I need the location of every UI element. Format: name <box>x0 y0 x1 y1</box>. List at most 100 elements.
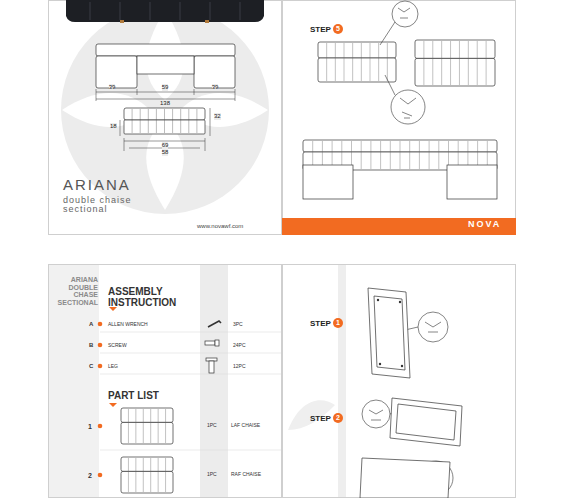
drawing-stroke <box>98 424 103 429</box>
drawing-stroke <box>165 458 166 492</box>
drawing-stroke <box>378 43 379 81</box>
step-word: STEP <box>310 25 331 34</box>
drawing-stroke <box>468 41 469 85</box>
label-text: C <box>89 363 93 370</box>
drawing-stroke <box>390 141 391 169</box>
step-word: STEP <box>310 319 331 328</box>
drawing-stroke <box>240 2 241 20</box>
drawing-stroke <box>96 44 235 88</box>
dimension-label: 39 <box>212 84 219 91</box>
drawing-stroke <box>100 332 281 450</box>
drawing-stroke <box>429 141 430 169</box>
drawing-stroke <box>423 41 424 85</box>
drawing-stroke <box>362 400 390 428</box>
label-text: 1 <box>88 423 92 431</box>
drawing-stroke <box>370 141 371 169</box>
drawing-stroke <box>209 361 214 373</box>
drawing-stroke <box>374 296 405 370</box>
label-text: PART LIST <box>108 390 159 401</box>
drawing-stroke <box>326 43 327 81</box>
dimension-label: 138 <box>160 100 170 107</box>
drawing-stroke <box>392 1 418 27</box>
step-badge: STEP2 <box>310 413 343 423</box>
drawing-stroke <box>158 458 159 492</box>
drawing-stroke <box>137 89 138 95</box>
drawing-stroke <box>143 409 144 443</box>
drawing-stroke <box>370 43 371 81</box>
drawing-stroke <box>361 141 362 169</box>
drawing-stroke <box>441 41 442 85</box>
drawing-stroke <box>282 218 516 235</box>
drawing-stroke <box>335 43 336 81</box>
drawing-stroke <box>206 358 217 361</box>
drawing-stroke <box>66 0 264 22</box>
drawing-stroke <box>90 2 240 20</box>
drawing-stroke <box>135 409 136 443</box>
drawing-stroke <box>205 20 209 23</box>
drawing-stroke <box>377 299 379 301</box>
label-text: ALLEN WRENCH <box>108 322 148 328</box>
drawing-stroke <box>205 138 206 151</box>
label-text: 2 <box>88 472 92 480</box>
step-number: 1 <box>333 318 343 328</box>
drawing-stroke <box>124 108 205 134</box>
chaise-module <box>415 40 495 86</box>
drawing-stroke <box>180 2 181 20</box>
drawing-stroke <box>368 288 410 378</box>
drawing-stroke <box>215 340 219 346</box>
drawing-stroke <box>379 363 381 365</box>
dimension-label: 18 <box>110 123 117 130</box>
drawing-stroke <box>90 2 91 20</box>
drawing-stroke <box>100 353 281 354</box>
drawing-stroke <box>398 8 410 18</box>
drawing-stroke <box>98 364 103 369</box>
drawing-stroke <box>419 141 420 169</box>
drawing-stroke <box>438 141 439 169</box>
drawing-stroke <box>385 75 395 95</box>
label-text: A <box>89 321 93 328</box>
drawing-stroke <box>400 98 416 118</box>
label-text: LEG <box>108 364 118 370</box>
drawing-stroke <box>369 410 383 420</box>
drawing-stroke <box>128 409 129 443</box>
drawing-stroke <box>459 41 460 85</box>
label-text: 1PC <box>207 472 217 478</box>
drawing-stroke <box>390 398 462 446</box>
drawing-stroke <box>210 108 211 136</box>
drawing-stroke <box>100 450 281 451</box>
drawing-stroke <box>96 89 235 151</box>
drawing-stroke <box>150 2 151 20</box>
drawing-stroke <box>396 404 456 440</box>
drawing-stroke <box>360 398 462 498</box>
sofa-module <box>318 42 396 82</box>
drawing-stroke <box>196 109 197 133</box>
drawing-stroke <box>96 56 137 88</box>
drawing-stroke <box>318 42 396 58</box>
label-text: 24PC <box>233 343 246 349</box>
drawing-stroke <box>172 109 173 133</box>
drawing-stroke <box>120 120 121 136</box>
drawing-stroke <box>96 92 235 93</box>
drawing-stroke <box>368 288 410 378</box>
label-text: double chaise sectional <box>63 196 138 214</box>
drawing-stroke <box>399 301 401 303</box>
drawing-stroke <box>400 141 401 169</box>
drawing-stroke <box>150 409 151 443</box>
drawing-stroke <box>283 1 516 235</box>
drawing-stroke <box>121 408 173 422</box>
drawing-stroke <box>344 43 345 81</box>
label-text: ASSEMBLY INSTRUCTION <box>108 286 198 308</box>
step-word: STEP <box>310 414 331 423</box>
step-badge: STEP1 <box>310 318 343 328</box>
drawing-stroke <box>450 41 451 85</box>
drawing-stroke <box>194 89 195 95</box>
drawing-stroke <box>361 43 362 81</box>
title: ARIANA <box>63 177 131 194</box>
drawing-stroke <box>303 165 353 199</box>
label-text: ARIANA DOUBLE CHASE SECTIONAL <box>54 276 98 307</box>
label-text: 12PC <box>233 364 246 370</box>
drawing-stroke <box>447 165 497 199</box>
drawing-stroke <box>49 1 282 235</box>
drawing-stroke <box>100 374 281 375</box>
